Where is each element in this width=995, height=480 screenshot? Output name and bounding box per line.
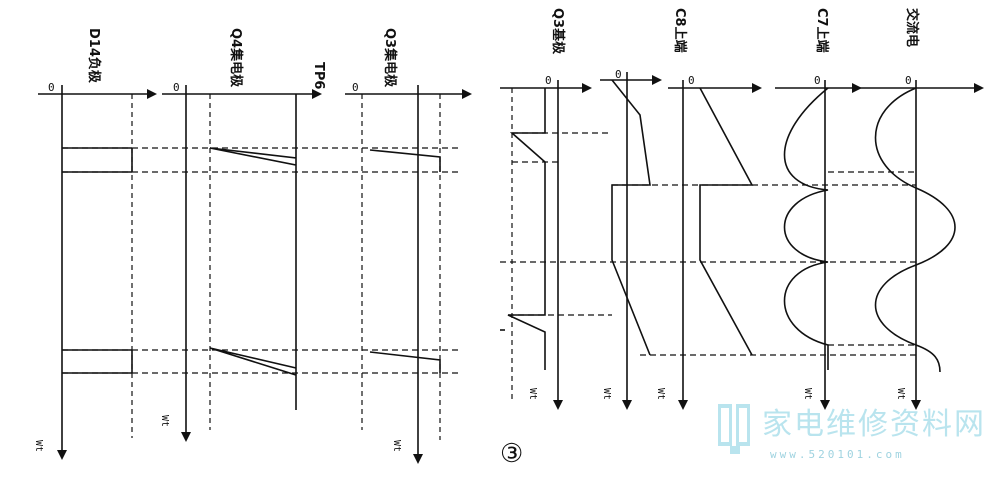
watermark-site-name: 家电维修资料网	[762, 407, 986, 442]
q3c-wt: Wt	[391, 440, 402, 452]
panel-q3b	[500, 80, 592, 410]
c8r-origin: 0	[688, 74, 695, 87]
watermark: 家电维修资料网 www.520101.com	[718, 404, 986, 461]
panel-c7	[775, 80, 862, 410]
d14-origin: 0	[48, 81, 55, 94]
panel-q4	[162, 85, 322, 442]
ac-origin: 0	[905, 74, 912, 87]
right-timing-lines	[500, 132, 916, 356]
book-logo-icon	[718, 404, 750, 454]
left-timing-lines	[62, 147, 462, 374]
ac-wt: Wt	[895, 388, 906, 400]
c8-label: C8上端	[672, 8, 688, 53]
c8-ramp-waveform	[699, 87, 754, 356]
d14-label: D14负极	[86, 28, 102, 84]
c8-wt: Wt	[601, 388, 612, 400]
q3c-waveform	[369, 149, 441, 373]
c7-waveform	[783, 87, 829, 370]
q4-origin: 0	[173, 81, 180, 94]
c8r-wt: Wt	[655, 388, 666, 400]
panel-d14	[38, 85, 157, 460]
d14-wt: Wt	[33, 440, 44, 452]
q3c-label: Q3集电极	[382, 28, 398, 88]
q4-label: Q4集电极	[228, 28, 244, 88]
q3b-waveform	[507, 88, 546, 370]
c7-label: C7上端	[814, 8, 830, 53]
ac-label: 交流电	[904, 8, 920, 47]
panel-c8-ramp	[668, 80, 762, 410]
c8-origin: 0	[615, 68, 622, 81]
d14-waveform	[62, 147, 132, 374]
q4-waveform	[209, 94, 297, 410]
watermark-url: www.520101.com	[770, 448, 905, 461]
panel-c8	[600, 72, 662, 410]
figure-number: ③	[500, 439, 523, 469]
tp6-label: TP6	[311, 62, 326, 89]
q3b-label: Q3基极	[550, 8, 566, 55]
c7-wt: Wt	[802, 388, 813, 400]
q3c-origin: 0	[352, 81, 359, 94]
panel-q3c	[345, 85, 472, 464]
c7-origin: 0	[814, 74, 821, 87]
c8-waveform	[611, 79, 651, 356]
panel-ac	[860, 80, 984, 410]
q3b-wt: Wt	[527, 388, 538, 400]
q3b-origin: 0	[545, 74, 552, 87]
q4-wt: Wt	[159, 415, 170, 427]
ac-waveform	[874, 87, 956, 373]
